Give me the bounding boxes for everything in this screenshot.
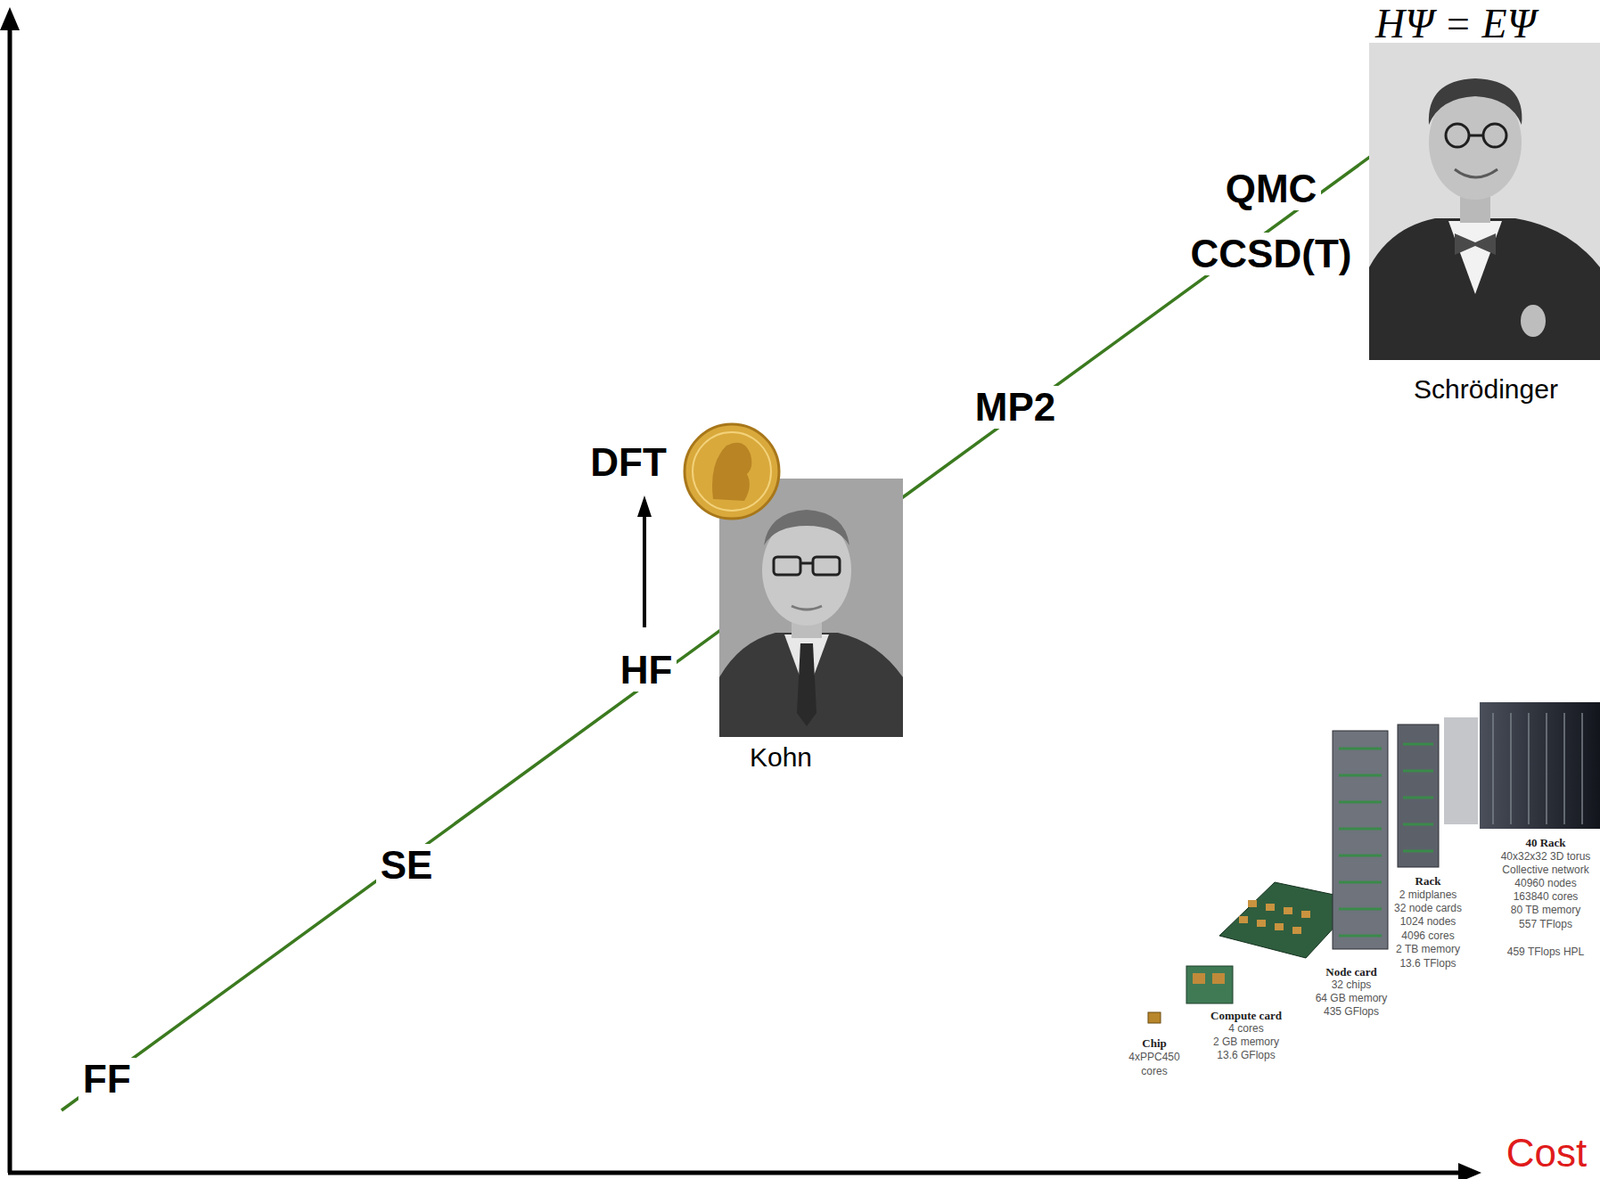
hardware-spec: 64 GB memory — [1315, 992, 1388, 1005]
method-label: SE — [376, 844, 438, 887]
hardware-spec: 435 GFlops — [1323, 1006, 1379, 1018]
hardware-spec: 4096 cores — [1401, 930, 1454, 943]
hardware-spec: 13.6 TFlops — [1399, 958, 1456, 970]
hardware-spec: 2 GB memory — [1213, 1036, 1280, 1049]
trend-line — [61, 132, 1404, 1111]
method-label: CCSD(T) — [1186, 232, 1357, 276]
method-label: QMC — [1221, 167, 1322, 211]
hardware-spec: 163840 cores — [1513, 891, 1579, 903]
hardware-spec: 40x32x32 3D torus — [1501, 851, 1592, 863]
hardware-spec: 32 node cards — [1394, 902, 1462, 915]
nobel-medal — [684, 424, 780, 519]
portrait-caption: Kohn — [749, 742, 813, 772]
method-label: HF — [615, 648, 678, 692]
method-label: FF — [78, 1058, 136, 1101]
hardware-spec: 80 TB memory — [1510, 904, 1581, 917]
hardware-title: Rack — [1415, 875, 1442, 888]
hardware-title: 40 Rack — [1525, 836, 1566, 850]
hardware-spec: 13.6 GFlops — [1216, 1050, 1275, 1062]
hardware-spec: 4 cores — [1228, 1023, 1264, 1035]
hardware-title: Node card — [1325, 966, 1377, 979]
hardware-spec: 2 TB memory — [1395, 943, 1461, 956]
hardware-spec: 1024 nodes — [1400, 916, 1457, 928]
hardware-spec: 557 TFlops — [1518, 918, 1573, 931]
supercomputer-illustration — [1148, 702, 1600, 1024]
hardware-spec: 32 chips — [1331, 979, 1372, 992]
hardware-spec: 2 midplanes — [1399, 889, 1458, 902]
improvement-arrow — [637, 495, 652, 628]
hardware-spec: 40960 nodes — [1514, 877, 1576, 890]
hardware-spec: 4xPPC450 — [1128, 1051, 1180, 1064]
hardware-title: Compute card — [1210, 1009, 1282, 1023]
method-label: MP2 — [970, 385, 1060, 429]
hardware-spec: cores — [1140, 1066, 1167, 1078]
method-label: DFT — [590, 441, 667, 485]
portrait-caption: Schrödinger — [1413, 374, 1559, 404]
axis-title: Cost — [1506, 1132, 1587, 1175]
axes — [0, 7, 1482, 1179]
equation: HΨ = EΨ — [1375, 1, 1536, 48]
hardware-spec: 459 TFlops HPL — [1507, 946, 1585, 959]
schrodinger-portrait — [1369, 42, 1600, 361]
hardware-spec: Collective network — [1501, 864, 1589, 877]
hardware-title: Chip — [1141, 1037, 1166, 1051]
